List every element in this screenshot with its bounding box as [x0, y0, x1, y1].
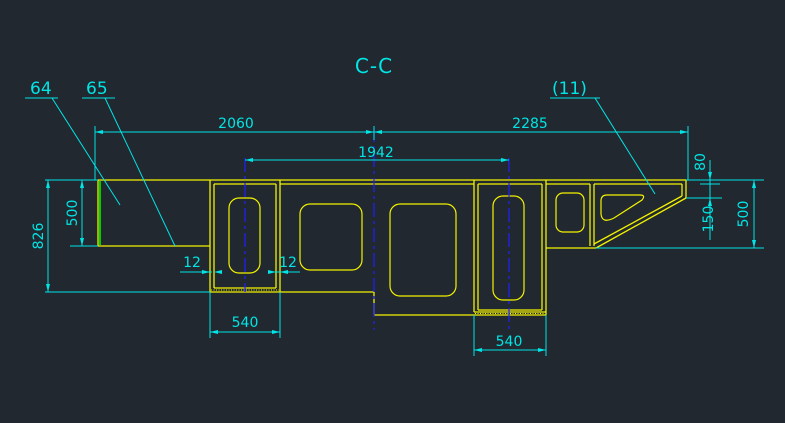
- dim-12-right: 12: [279, 255, 297, 271]
- dim-150: 150: [701, 206, 717, 233]
- dimension-lines: [45, 126, 764, 356]
- dim-80: 80: [693, 153, 709, 171]
- dim-500-left: 500: [65, 200, 81, 227]
- dim-500-right: 500: [736, 201, 752, 228]
- bottom-flange-hatch: [211, 289, 545, 314]
- dim-540-right: 540: [496, 334, 523, 350]
- dim-2285: 2285: [512, 116, 548, 132]
- girder-outline: [97, 179, 687, 316]
- dim-1942: 1942: [358, 145, 394, 161]
- web-openings: [228, 192, 645, 301]
- label-65: 65: [86, 79, 108, 99]
- dim-540-left: 540: [232, 315, 259, 331]
- part-leaders: [25, 97, 656, 247]
- centerlines: [244, 128, 510, 330]
- opening-right-small: [555, 192, 585, 233]
- dimension-arrows: [46, 130, 756, 352]
- opening-left-web: [228, 197, 261, 274]
- dim-2060: 2060: [218, 116, 254, 132]
- label-64: 64: [30, 79, 52, 99]
- label-11: (11): [552, 79, 587, 99]
- opening-center-left: [299, 203, 363, 271]
- dim-826: 826: [31, 223, 47, 250]
- opening-center-right: [389, 203, 457, 297]
- section-title: C-C: [355, 54, 393, 78]
- opening-right-triangle: [600, 194, 645, 221]
- dim-12-left: 12: [183, 255, 201, 271]
